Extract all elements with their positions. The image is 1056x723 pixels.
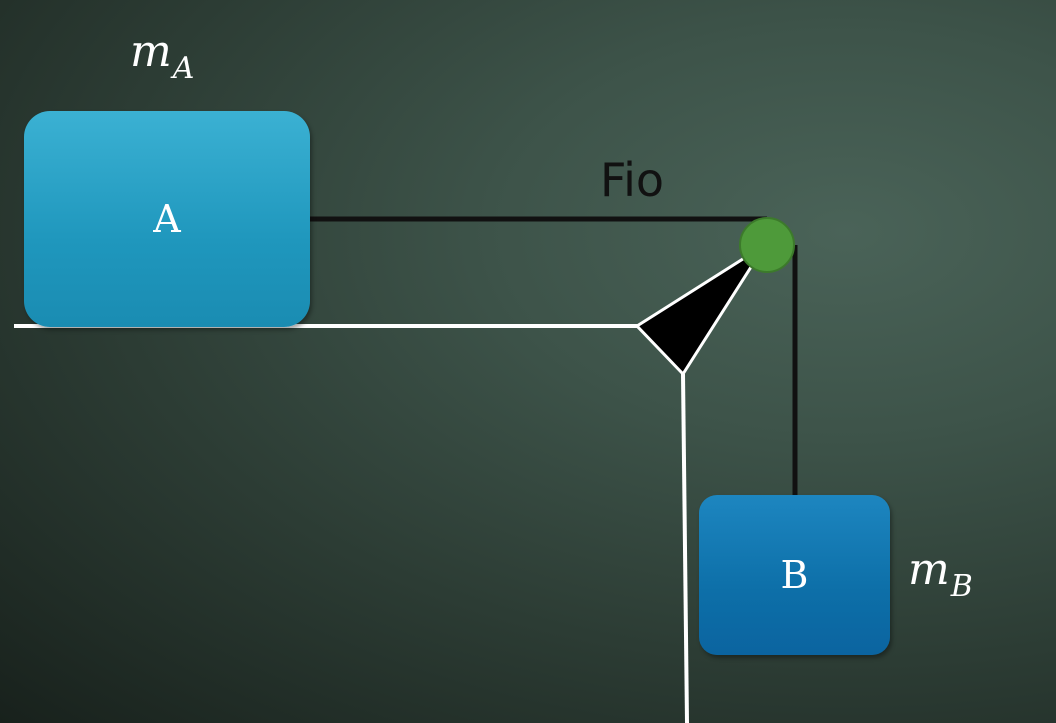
mass-b-symbol: m bbox=[908, 544, 950, 595]
mass-b-label: mB bbox=[908, 548, 973, 602]
pulley bbox=[739, 217, 795, 273]
mass-a-symbol: m bbox=[130, 26, 172, 77]
mass-b-subscript: B bbox=[950, 569, 973, 604]
pulley-support bbox=[634, 243, 767, 377]
block-b-label: B bbox=[780, 553, 809, 597]
table-edge bbox=[681, 373, 689, 723]
block-a-label: A bbox=[153, 197, 181, 241]
mass-a-label: mA bbox=[130, 30, 194, 84]
block-a: A bbox=[24, 111, 310, 327]
block-b: B bbox=[699, 495, 890, 655]
string-label: Fio bbox=[600, 153, 665, 207]
mass-a-subscript: A bbox=[172, 51, 195, 86]
